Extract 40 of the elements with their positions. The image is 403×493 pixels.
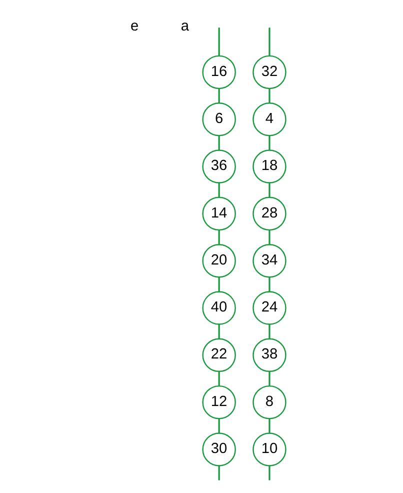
node-circle: 32 xyxy=(252,55,286,90)
node-circle: 14 xyxy=(202,196,236,231)
node-circle: 10 xyxy=(252,432,286,466)
node-circle: 4 xyxy=(252,102,286,136)
connector xyxy=(268,466,270,480)
node-circle: 22 xyxy=(202,338,236,372)
connector xyxy=(218,88,220,103)
node-circle: 34 xyxy=(252,244,286,278)
connector xyxy=(268,372,270,386)
connector xyxy=(218,418,220,434)
node-circle: 40 xyxy=(202,291,236,325)
label: e xyxy=(130,18,138,34)
node-circle: 30 xyxy=(202,432,236,466)
connector xyxy=(268,418,270,434)
connector xyxy=(268,183,270,198)
connector xyxy=(218,372,220,386)
connector xyxy=(268,324,270,339)
connector xyxy=(268,277,270,292)
node-circle: 20 xyxy=(202,244,236,278)
node-circle: 38 xyxy=(252,338,286,372)
connector xyxy=(218,136,220,150)
connector xyxy=(218,324,220,339)
connector xyxy=(268,28,270,56)
connector xyxy=(218,277,220,292)
node-circle: 6 xyxy=(202,102,236,136)
node-circle: 36 xyxy=(202,150,236,184)
node-circle: 24 xyxy=(252,291,286,325)
connector xyxy=(218,230,220,244)
node-circle: 8 xyxy=(252,385,286,420)
connector xyxy=(218,28,220,56)
node-circle: 16 xyxy=(202,55,236,90)
node-circle: 18 xyxy=(252,150,286,184)
connector xyxy=(218,466,220,480)
connector xyxy=(268,136,270,150)
node-circle: 12 xyxy=(202,385,236,420)
node-circle: 28 xyxy=(252,196,286,231)
connector xyxy=(268,88,270,103)
label: a xyxy=(180,18,188,34)
connector xyxy=(268,230,270,244)
connector xyxy=(218,183,220,198)
